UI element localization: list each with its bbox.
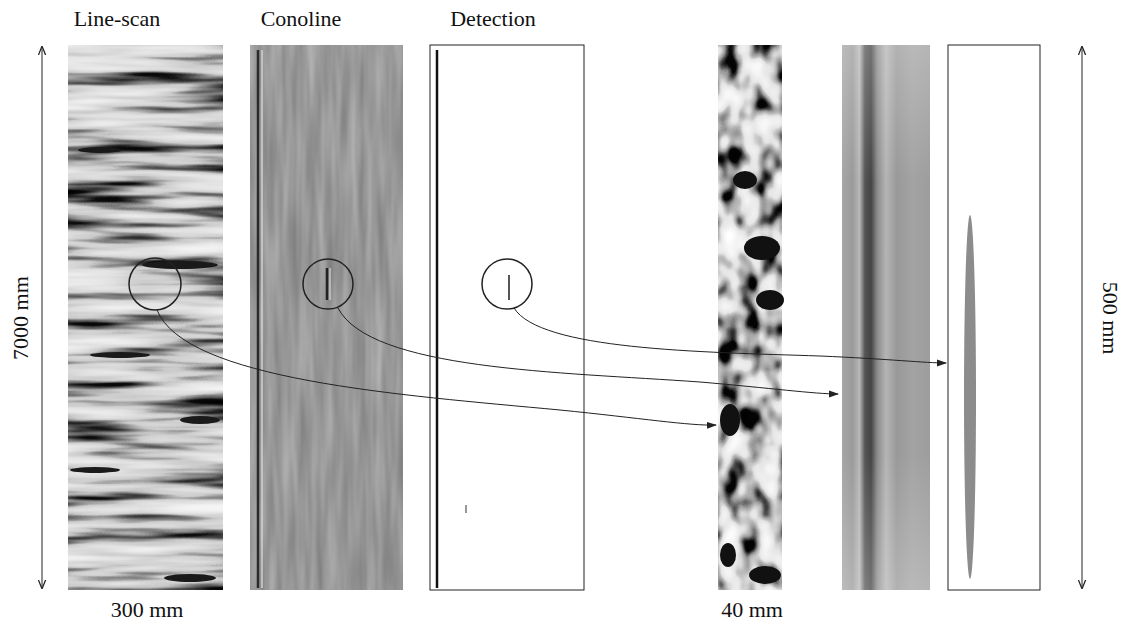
panel-title: Conoline bbox=[261, 7, 342, 31]
panel-title-holder: Line-scan bbox=[74, 7, 161, 31]
dimension-label: 500 mm bbox=[1098, 282, 1122, 355]
dimension-label-holder: 40 mm bbox=[721, 598, 783, 622]
panel-title: Line-scan bbox=[74, 7, 161, 31]
dimension-label: 40 mm bbox=[721, 598, 783, 622]
dimension-label: 7000 mm bbox=[9, 276, 33, 360]
panel-title-holder: Conoline bbox=[261, 7, 342, 31]
panel-title: Detection bbox=[450, 7, 536, 31]
dimension-label-holder: 300 mm bbox=[111, 598, 184, 622]
dimension-label: 300 mm bbox=[111, 598, 184, 622]
dimension-label-holder: 7000 mm bbox=[9, 276, 33, 360]
dimension-label-holder: 500 mm bbox=[1098, 282, 1122, 355]
panel-title-holder: Detection bbox=[450, 7, 536, 31]
